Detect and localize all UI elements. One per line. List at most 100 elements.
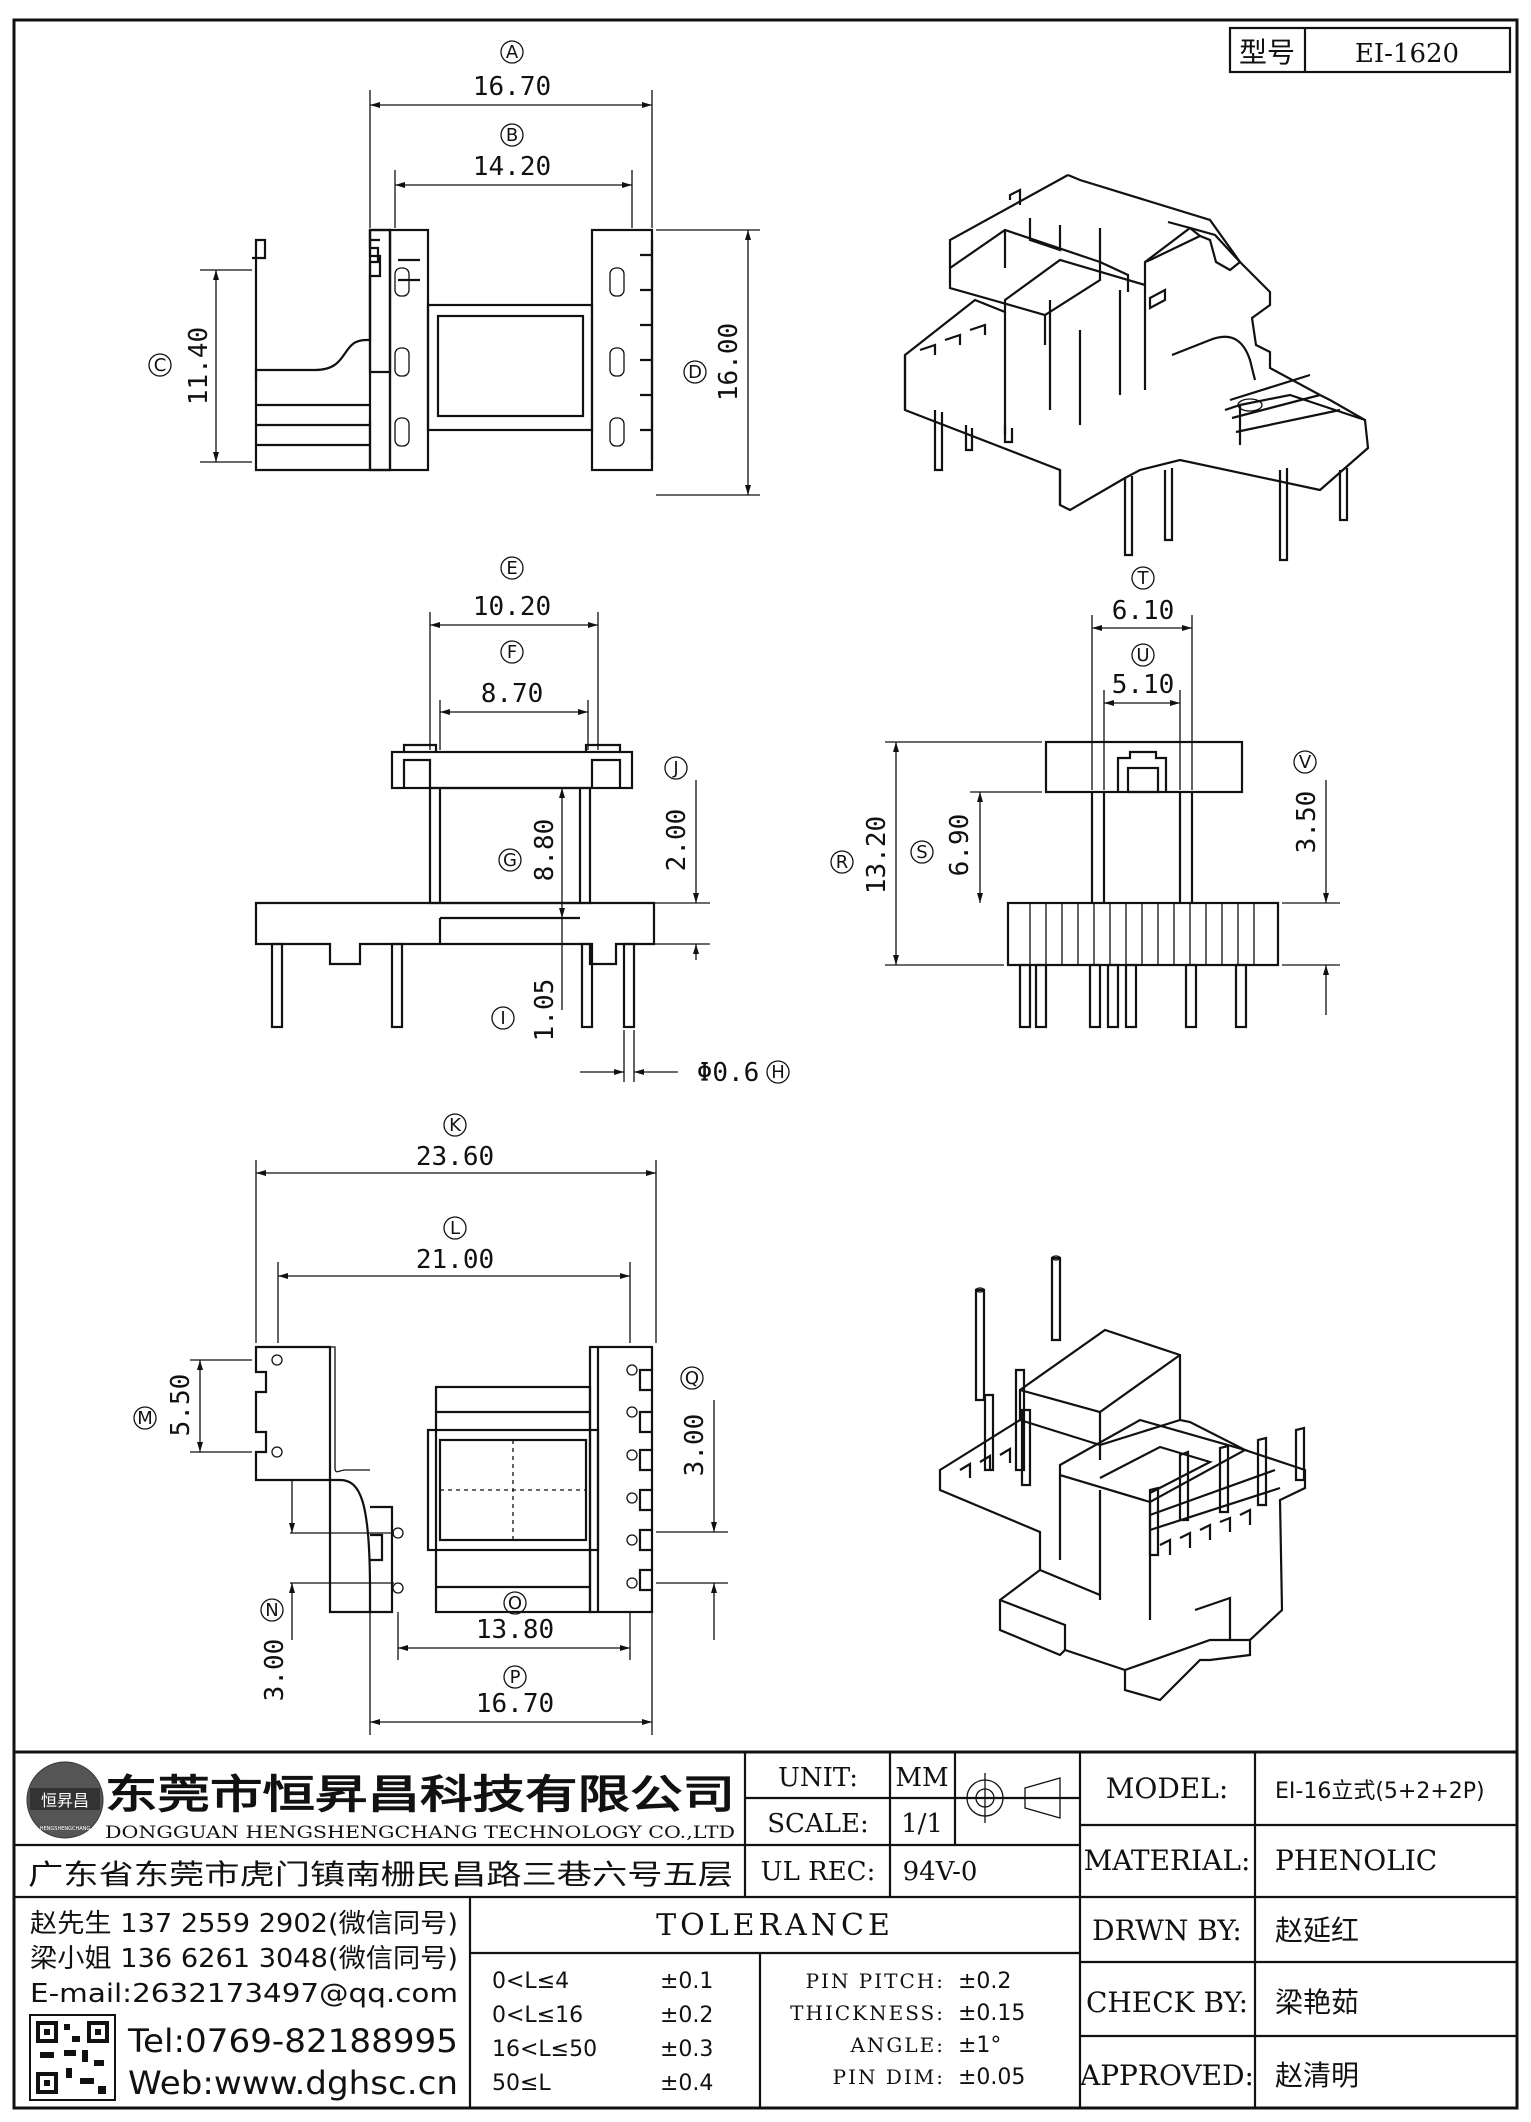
dim-k-mark: K — [449, 1115, 462, 1136]
company-name-en: DONGGUAN HENGSHENGCHANG TECHNOLOGY CO.,L… — [105, 1823, 735, 1843]
dim-p-mark: P — [510, 1667, 521, 1688]
spec-value-1: ±0.2 — [958, 1969, 1011, 1994]
dim-k-value: 23.60 — [416, 1142, 494, 1172]
tolerance-title: TOLERANCE — [656, 1908, 894, 1943]
dim-h-mark: H — [771, 1062, 785, 1083]
tol-range-3: 16<L≤50 — [492, 2037, 597, 2062]
dim-c-mark: C — [154, 355, 167, 376]
contact-line-1: 赵先生 137 2559 2902(微信同号) — [30, 1909, 458, 1939]
dim-p-value: 16.70 — [476, 1689, 554, 1719]
spec-label-3: ANGLE: — [849, 2033, 945, 2057]
spec-label-1: PIN PITCH: — [806, 1969, 945, 1993]
model-tag: 型号 EI-1620 — [1228, 26, 1512, 74]
spec-label-2: THICKNESS: — [790, 2001, 945, 2025]
dim-s-value: 6.90 — [945, 814, 975, 877]
model-tag-label: 型号 — [1239, 36, 1295, 69]
spec-label-4: PIN DIM: — [833, 2065, 945, 2089]
model-label: MODEL: — [1106, 1772, 1229, 1805]
company-address: 广东省东莞市虎门镇南栅民昌路三巷六号五层 — [28, 1858, 733, 1891]
dim-b-value: 14.20 — [473, 152, 551, 182]
drawing-frame — [12, 18, 1519, 2110]
title-block: 恒昇昌 HENGSHENGCHANG 东莞市恒昇昌科技有限公司 DONGGUAN… — [14, 1750, 1517, 2108]
dim-d-mark: D — [688, 362, 702, 383]
dim-q-value: 3.00 — [680, 1414, 710, 1477]
spec-value-2: ±0.15 — [958, 2001, 1025, 2026]
dim-m-mark: M — [137, 1408, 153, 1429]
dim-e-value: 10.20 — [473, 592, 551, 622]
dim-n-mark: N — [265, 1600, 278, 1621]
tol-value-2: ±0.2 — [660, 2003, 713, 2028]
bottom-view — [190, 1160, 728, 1735]
company-name-cn: 东莞市恒昇昌科技有限公司 — [105, 1772, 735, 1818]
dim-i-mark: I — [500, 1008, 505, 1029]
contact-tel: Tel:0769-82188995 — [127, 2022, 458, 2060]
dim-v-value: 3.50 — [1292, 791, 1322, 854]
scale-value: 1/1 — [901, 1809, 943, 1839]
dim-a-value: 16.70 — [473, 72, 551, 102]
ul-rec-label: UL REC: — [761, 1857, 876, 1887]
dim-g-value: 8.80 — [530, 819, 560, 882]
tol-range-2: 0<L≤16 — [492, 2003, 583, 2028]
model-value: EI-16立式(5+2+2P) — [1275, 1779, 1485, 1804]
scale-label: SCALE: — [767, 1809, 869, 1839]
svg-text:恒昇昌: 恒昇昌 — [41, 1791, 89, 1810]
check-by-label: CHECK BY: — [1086, 1986, 1248, 2019]
dim-m-value: 5.50 — [166, 1374, 196, 1437]
top-view — [200, 90, 760, 496]
approved-value: 赵清明 — [1275, 2059, 1359, 2092]
dim-r-value: 13.20 — [862, 816, 892, 894]
material-value: PHENOLIC — [1275, 1844, 1437, 1877]
model-tag-value: EI-1620 — [1355, 39, 1459, 69]
dim-t-mark: T — [1137, 568, 1150, 589]
dim-l-mark: L — [450, 1218, 460, 1239]
side-view — [885, 615, 1340, 1029]
approved-label: APPROVED: — [1079, 2059, 1254, 2092]
dim-s-mark: S — [916, 842, 927, 863]
dim-j-value: 2.00 — [662, 809, 692, 872]
dim-q-mark: Q — [685, 1368, 699, 1389]
ul-rec-value: 94V-0 — [903, 1857, 978, 1887]
tol-range-1: 0<L≤4 — [492, 1969, 569, 1994]
dim-f-mark: F — [507, 642, 517, 663]
dimension-labels: A 16.70 B 14.20 C 11.40 D 16.00 E 10.20 … — [133, 40, 1322, 1719]
tol-value-4: ±0.4 — [660, 2071, 713, 2096]
dim-i-value: 1.05 — [530, 979, 560, 1042]
dim-o-mark: O — [508, 1593, 522, 1614]
contact-email: E-mail:2632173497@qq.com — [30, 1979, 458, 2009]
dim-g-mark: G — [503, 850, 517, 871]
dim-b-mark: B — [506, 125, 518, 146]
front-view — [254, 612, 710, 1082]
dim-n-value: 3.00 — [260, 1639, 290, 1702]
dim-t-value: 6.10 — [1112, 596, 1175, 626]
spec-value-3: ±1° — [958, 2033, 1001, 2058]
dim-v-mark: V — [1299, 752, 1312, 773]
spec-value-4: ±0.05 — [958, 2065, 1025, 2090]
dim-e-mark: E — [506, 558, 517, 579]
isometric-view-bottom — [938, 1255, 1307, 1702]
svg-text:HENGSHENGCHANG: HENGSHENGCHANG — [40, 1826, 91, 1832]
drawn-by-value: 赵延红 — [1275, 1914, 1359, 1947]
isometric-view-top — [903, 173, 1370, 562]
material-label: MATERIAL: — [1084, 1844, 1251, 1877]
dim-h-value: Φ0.6 — [697, 1058, 760, 1088]
contact-web: Web:www.dghsc.cn — [128, 2064, 458, 2102]
dim-u-mark: U — [1136, 645, 1149, 666]
projection-symbol-icon — [960, 1773, 1061, 1823]
company-logo: 恒昇昌 HENGSHENGCHANG — [26, 1761, 104, 1839]
dim-d-value: 16.00 — [714, 323, 744, 401]
tol-value-1: ±0.1 — [660, 1969, 713, 1994]
qr-code-icon — [29, 2014, 116, 2101]
tol-value-3: ±0.3 — [660, 2037, 713, 2062]
dim-f-value: 8.70 — [481, 679, 544, 709]
tol-range-4: 50≤L — [492, 2071, 551, 2096]
unit-value: MM — [895, 1763, 948, 1793]
contact-line-2: 梁小姐 136 6261 3048(微信同号) — [30, 1944, 458, 1974]
dim-u-value: 5.10 — [1112, 670, 1175, 700]
dim-l-value: 21.00 — [416, 1245, 494, 1275]
dim-j-mark: J — [672, 758, 678, 779]
check-by-value: 梁艳茹 — [1275, 1986, 1359, 2019]
dim-a-mark: A — [506, 42, 519, 63]
unit-label: UNIT: — [778, 1763, 858, 1793]
dim-r-mark: R — [836, 852, 849, 873]
